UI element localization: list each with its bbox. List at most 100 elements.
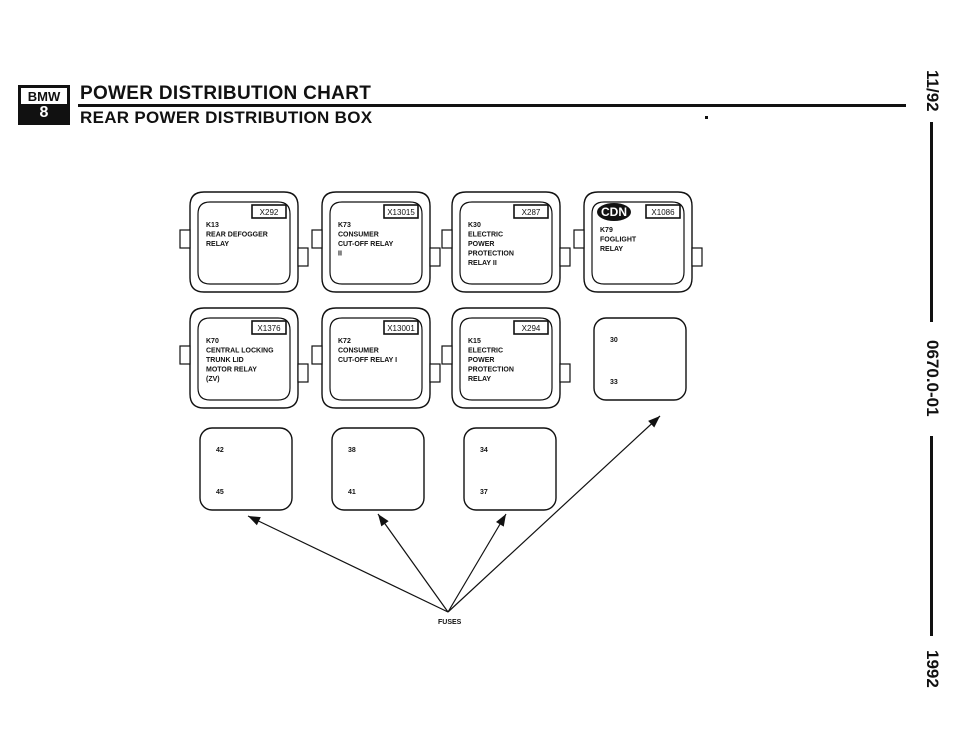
relay-label-line: MOTOR RELAY — [206, 367, 257, 374]
relay-label-line: CUT-OFF RELAY I — [338, 357, 397, 364]
fuse-pointer-arrow — [247, 515, 449, 613]
relay-left-tab — [179, 229, 191, 249]
side-rule-2 — [930, 436, 933, 636]
chart-subtitle: REAR POWER DISTRIBUTION BOX — [80, 108, 373, 127]
relay-inner-housing — [591, 201, 685, 285]
connector-id-box: X13015 — [383, 204, 419, 219]
relay-right-tab — [691, 247, 703, 267]
connector-id-frame — [251, 320, 287, 335]
arrow-head — [648, 416, 660, 428]
relay-inner-housing — [459, 317, 553, 401]
relay-label-line: II — [338, 251, 342, 258]
relay-label-line: RELAY — [206, 241, 229, 248]
relay-label-line: RELAY — [468, 376, 491, 383]
relay-label-line: K70 — [206, 338, 219, 345]
fuse-number-bottom: 33 — [610, 379, 618, 386]
relay-left-tab — [311, 229, 323, 249]
connector-id-frame — [383, 320, 419, 335]
connector-id-frame — [645, 204, 681, 219]
connector-id: X292 — [260, 208, 279, 217]
fuse-number-top: 42 — [216, 447, 224, 454]
relay-label-line: RELAY — [600, 246, 623, 253]
fuse-block-frame — [199, 427, 293, 511]
relay-label-line: K79 — [600, 227, 613, 234]
relay-label-line: CUT-OFF RELAY — [338, 241, 394, 248]
connector-id: X1086 — [651, 208, 675, 217]
relay-label-line: CONSUMER — [338, 232, 379, 239]
relay-label-line: CONSUMER — [338, 348, 379, 355]
arrow-head — [378, 514, 389, 527]
cdn-badge-oval — [597, 203, 631, 221]
fuse-pointer-arrow — [447, 513, 507, 613]
relay-right-tab — [429, 247, 441, 267]
fuse-block: 42 45 — [199, 427, 293, 511]
relay-label-line: K13 — [206, 222, 219, 229]
connector-id-box: X1086 — [645, 204, 681, 219]
relay-left-tab — [441, 345, 453, 365]
relay-inner-housing — [197, 201, 291, 285]
title-rule — [78, 104, 906, 107]
relay-housing — [451, 307, 561, 409]
fuse-number-top: 34 — [480, 447, 488, 454]
arrow-shaft — [447, 415, 661, 613]
fuse-pointer-arrow — [447, 415, 661, 613]
relay-label-line: K15 — [468, 338, 481, 345]
arrow-shaft — [247, 515, 449, 613]
arrow-layer — [247, 415, 661, 613]
fuse-number-top: 38 — [348, 447, 356, 454]
fuse-block: 34 37 — [463, 427, 557, 511]
connector-id: X1376 — [257, 324, 281, 333]
cdn-badge-text: CDN — [601, 205, 627, 219]
fuse-number-bottom: 37 — [480, 489, 488, 496]
relay-inner-housing — [197, 317, 291, 401]
fuse-pointer-arrow — [377, 513, 449, 613]
relay-label-line: POWER — [468, 241, 494, 248]
relay-label-line: PROTECTION — [468, 367, 514, 374]
relay-left-tab — [179, 345, 191, 365]
side-rule-1 — [930, 122, 933, 322]
connector-id-frame — [251, 204, 287, 219]
connector-id: X294 — [522, 324, 541, 333]
relay-label-line: TRUNK LID — [206, 357, 244, 364]
arrow-head — [496, 514, 506, 527]
relay-label-line: ELECTRIC — [468, 348, 503, 355]
logo-series-text: 8 — [21, 104, 67, 122]
relay-left-tab — [441, 229, 453, 249]
relay-right-tab — [559, 247, 571, 267]
relay-housing — [583, 191, 693, 293]
relay-inner-housing — [329, 317, 423, 401]
fuse-block-frame — [463, 427, 557, 511]
connector-id-frame — [513, 204, 549, 219]
relay-left-tab — [311, 345, 323, 365]
relay-label-line: POWER — [468, 357, 494, 364]
fuse-number-bottom: 45 — [216, 489, 224, 496]
relay-right-tab — [429, 363, 441, 383]
bmw-logo: BMW 8 — [18, 85, 70, 125]
relay-inner-housing — [459, 201, 553, 285]
cdn-badge: CDN — [597, 203, 631, 221]
relay-left-tab — [573, 229, 585, 249]
connector-id-box: X287 — [513, 204, 549, 219]
connector-id-frame — [513, 320, 549, 335]
arrow-head — [248, 516, 261, 526]
connector-id: X13015 — [387, 208, 415, 217]
connector-id: X287 — [522, 208, 541, 217]
relay-label-line: REAR DEFOGGER — [206, 232, 268, 239]
fuse-block-frame — [331, 427, 425, 511]
connector-id-box: X1376 — [251, 320, 287, 335]
relay-label-line: K30 — [468, 222, 481, 229]
speck-mark — [705, 116, 708, 119]
connector-id-box: X294 — [513, 320, 549, 335]
relay-housing — [451, 191, 561, 293]
connector-id-box: X292 — [251, 204, 287, 219]
